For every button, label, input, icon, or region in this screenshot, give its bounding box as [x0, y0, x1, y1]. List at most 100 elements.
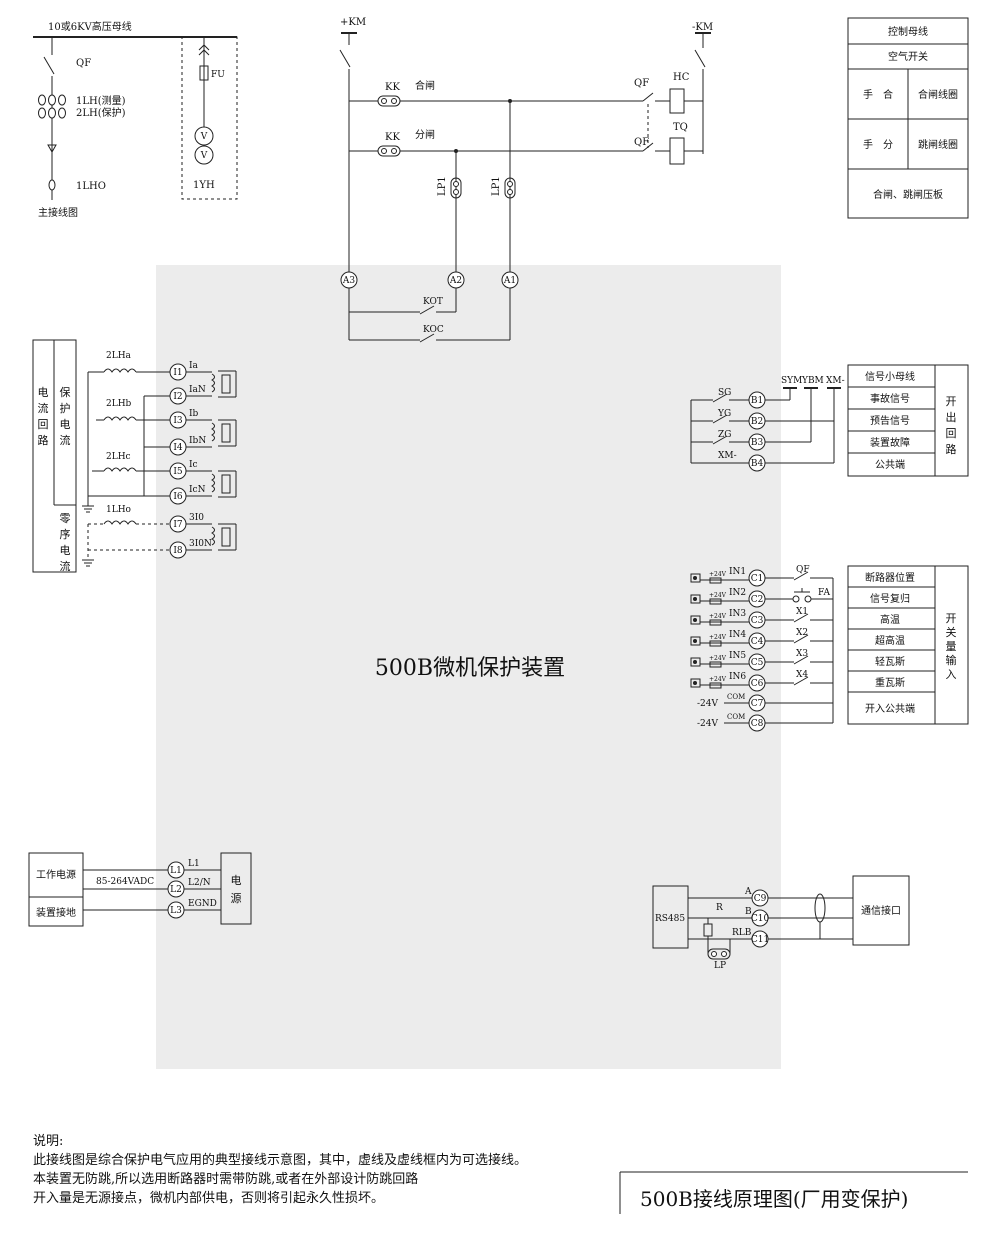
- input-volt-4: +24V: [709, 634, 727, 641]
- terminal-i4-label: I4: [173, 443, 183, 453]
- ybm-label: YBM: [801, 376, 824, 386]
- terminal-a3-label: A3: [342, 276, 355, 286]
- terminal-l1-label: L1: [170, 866, 182, 876]
- ct-b-coil: [103, 416, 137, 421]
- pt-coil-upper: [194, 126, 214, 146]
- terminal-i7-label: I7: [173, 520, 183, 530]
- terminal-c7-label: C7: [751, 699, 764, 709]
- current-box-col2: 保护电流: [60, 385, 71, 447]
- signal-contact-4: XM-: [718, 451, 737, 461]
- input-com-1: COM: [727, 693, 745, 701]
- ctl-row-trip-coil: 跳闸线圈: [918, 138, 958, 151]
- notes-line-1: 此接线图是综合保护电气应用的典型接线示意图，其中，虚线及虚线框内为可选接线。: [33, 1153, 528, 1168]
- input-neg-1: -24V: [697, 699, 718, 709]
- terminal-a1-label: A1: [503, 276, 516, 286]
- main-diagram-title: 主接线图: [38, 206, 78, 219]
- terminal-c10-label: C10: [751, 914, 770, 924]
- terminal-func-1: Ia: [189, 361, 199, 371]
- pkm-label: +KM: [340, 17, 366, 28]
- device-label: 500B微机保护装置: [375, 656, 565, 681]
- input-contact-4: X2: [796, 628, 808, 638]
- kk-open-label: KK: [385, 132, 400, 143]
- ctl-row-control-bus: 控制母线: [888, 25, 928, 38]
- current-box-col1: 电流回路: [38, 386, 49, 447]
- arrester-symbol: [47, 144, 57, 154]
- kk-close-label: KK: [385, 82, 400, 93]
- input-com-2: COM: [727, 713, 745, 721]
- in-table-breaker: 断路器位置: [865, 571, 915, 584]
- ct-b-label: 2LHb: [106, 399, 132, 409]
- qf-open-label: QF: [634, 137, 649, 148]
- power-range: 85-264VADC: [96, 877, 154, 887]
- in-table-reset: 信号复归: [870, 592, 910, 605]
- yh-label: 1YH: [193, 180, 215, 191]
- input-volt-2: +24V: [709, 592, 727, 599]
- relay-coil-1: [211, 373, 215, 393]
- input-label-1: IN1: [729, 567, 746, 577]
- optocoupler-5: [690, 657, 701, 667]
- terminal-func-2: IaN: [189, 385, 206, 395]
- ctl-row-close-coil: 合闸线圈: [918, 88, 958, 101]
- nkm-label: -KM: [692, 22, 713, 33]
- busbar-label: 10或6KV高压母线: [48, 20, 132, 33]
- terminal-c9-label: C9: [754, 894, 767, 904]
- input-volt-6: +24V: [709, 676, 727, 683]
- koc-contact: [419, 333, 435, 343]
- comm-interface-label: 通信接口: [861, 904, 901, 917]
- sig-table-common: 公共端: [875, 458, 905, 471]
- optocoupler-3: [690, 615, 701, 625]
- sig-table-device-fault: 装置故障: [870, 436, 910, 449]
- diagram-caption: 500B接线原理图(厂用变保护): [640, 1187, 909, 1211]
- power-line-3: EGND: [188, 899, 217, 909]
- relay-element-3: [221, 474, 231, 494]
- pkm-breaker: [339, 49, 351, 68]
- power-section: 工作电源 装置接地 85-264VADC 电源: [28, 852, 252, 927]
- terminal-func-5: Ic: [189, 460, 198, 470]
- terminal-c11-label: C11: [751, 935, 769, 945]
- ct2-label: 2LH(保护): [76, 106, 126, 119]
- comm-interface-box: [852, 875, 910, 946]
- input-contact-5: X3: [796, 649, 808, 659]
- terminal-i1-label: I1: [173, 368, 182, 378]
- input-contact-3: X1: [796, 607, 808, 617]
- comm-section: RS485 A B R RLB LP 通信接口: [652, 875, 910, 971]
- relay-coil-2: [211, 422, 215, 442]
- terminal-i6-label: I6: [173, 492, 183, 502]
- terminal-l2-label: L2: [170, 885, 182, 895]
- signal-switch-2: [712, 414, 728, 424]
- terminal-c8-label: C8: [751, 719, 764, 729]
- current-box-col3: 零序电流: [60, 512, 71, 573]
- sig-table-bus: 信号小母线: [865, 370, 915, 383]
- terminal-c4-label: C4: [751, 637, 764, 647]
- input-label-6: IN6: [729, 672, 746, 682]
- sym-label: SYM: [781, 376, 802, 386]
- terminal-func-7: 3I0: [189, 513, 204, 523]
- relay-element-2: [221, 423, 231, 443]
- ct-c-coil: [103, 467, 137, 472]
- tq-label: TQ: [673, 122, 688, 133]
- comm-b-label: B: [745, 907, 752, 917]
- fu-label: FU: [211, 70, 225, 80]
- terminal-c10: [751, 909, 769, 927]
- lp1-plate-right: [504, 177, 516, 199]
- notes-line-2: 本装置无防跳,所以选用断路器时需带防跳,或者在外部设计防跳回路: [33, 1172, 419, 1187]
- in-table-heavy-gas: 重瓦斯: [875, 676, 905, 689]
- input-switch-3: [793, 613, 809, 623]
- notes-heading: 说明:: [33, 1134, 64, 1149]
- terminal-c9: [751, 889, 769, 907]
- signal-contact-3: ZG: [718, 430, 731, 440]
- ct-o-coil: [103, 520, 137, 525]
- relay-coil-4: [211, 526, 215, 546]
- relay-element-1: [221, 374, 231, 394]
- terminal-l3-label: L3: [170, 906, 182, 916]
- kot-contact: [419, 305, 435, 315]
- notes: 说明: 此接线图是综合保护电气应用的典型接线示意图，其中，虚线及虚线框内为可选接…: [33, 1132, 527, 1208]
- relay-coil-3: [211, 473, 215, 493]
- terminal-c6-label: C6: [751, 679, 764, 689]
- optocoupler-2: [690, 594, 701, 604]
- ctl-row-manual-open: 手 分: [863, 138, 893, 151]
